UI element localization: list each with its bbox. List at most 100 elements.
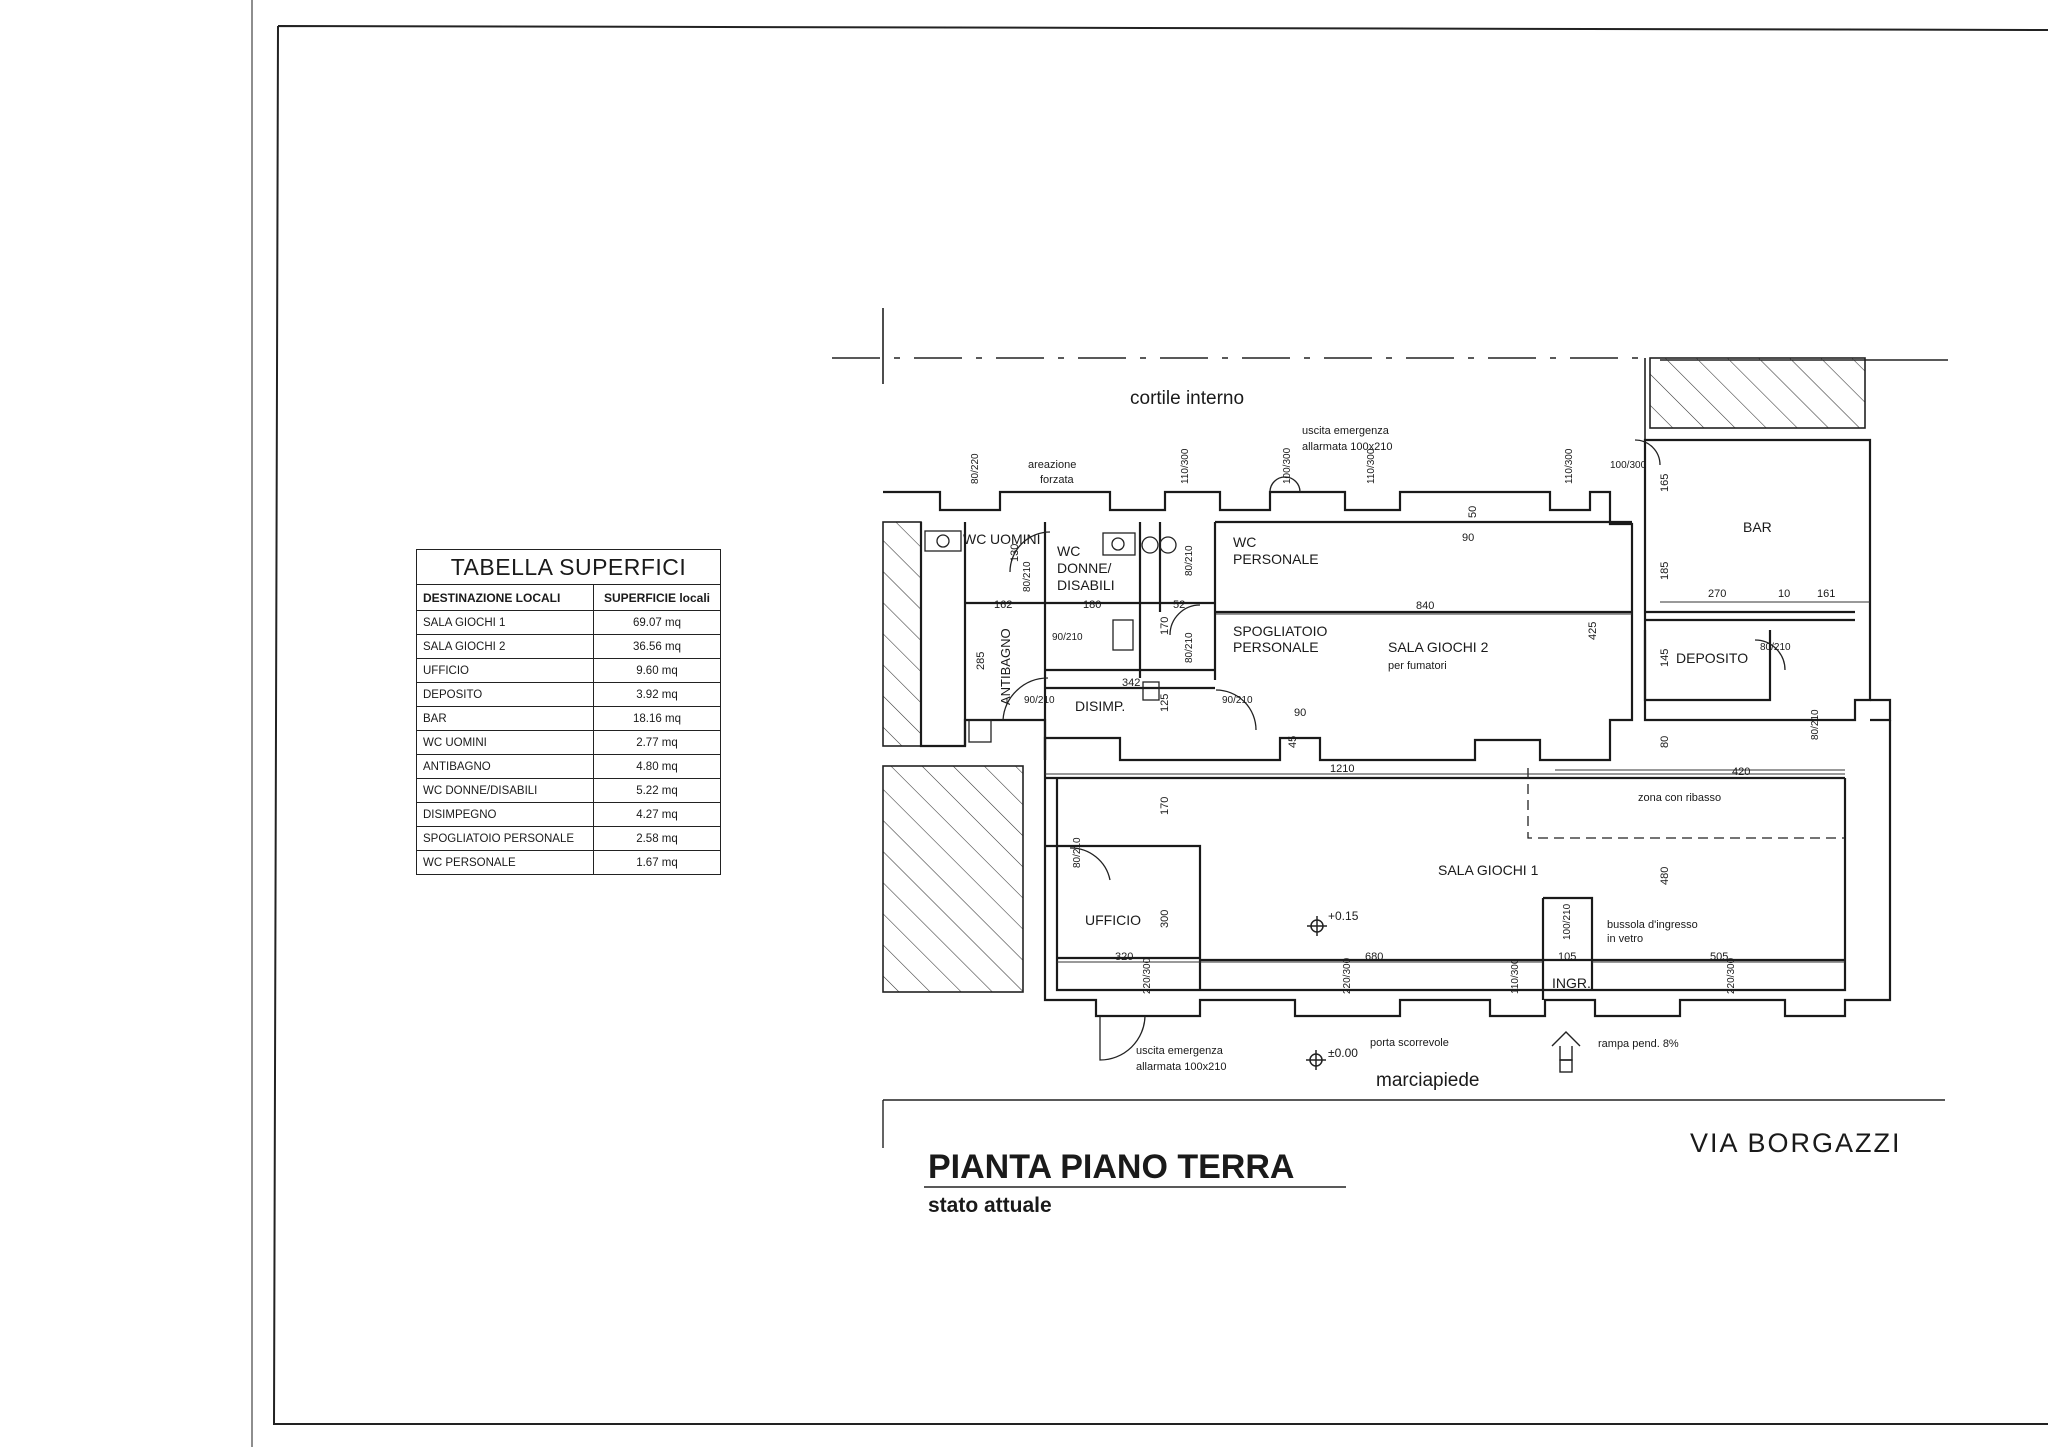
level-label: ±0.00	[1328, 1046, 1358, 1060]
dimension-label: 505	[1710, 951, 1728, 963]
room-label: SALA GIOCHI 2	[1388, 639, 1489, 655]
plan-subtitle: stato attuale	[928, 1194, 1052, 1217]
window-label: 110/300	[1564, 448, 1575, 484]
dimension-label: 320	[1115, 951, 1133, 963]
room-name: ANTIBAGNO	[416, 754, 594, 779]
room-note: zona con ribasso	[1638, 792, 1721, 804]
dimension-label: 420	[1732, 766, 1750, 778]
note: in vetro	[1607, 933, 1643, 945]
dimension-label: 285	[975, 652, 987, 670]
table-header-name: DESTINAZIONE LOCALI	[416, 584, 594, 611]
room-name: DEPOSITO	[416, 682, 594, 707]
window-label: 110/300	[1180, 448, 1191, 484]
dimension-label: 52	[1173, 599, 1185, 611]
dimension-label: 145	[1659, 649, 1671, 667]
room-note: per fumatori	[1388, 660, 1447, 672]
room-area: 2.58 mq	[593, 826, 721, 851]
note: rampa pend. 8%	[1598, 1038, 1679, 1050]
dimension-label: 90	[1462, 532, 1474, 544]
room-label: SPOGLIATOIO	[1233, 623, 1328, 639]
dimension-label: 170	[1159, 797, 1171, 815]
door-label: 90/210	[1222, 695, 1253, 706]
dimension-label: 342	[1122, 677, 1140, 689]
dimension-label: 680	[1365, 951, 1383, 963]
dimension-label: 80	[1659, 736, 1671, 748]
note: bussola d'ingresso	[1607, 919, 1698, 931]
dimension-label: 170	[1159, 617, 1171, 635]
window-label: 80/220	[970, 453, 981, 484]
dimension-label: 270	[1708, 588, 1726, 600]
courtyard-label: cortile interno	[1130, 388, 1244, 409]
door-label: 80/210	[1184, 632, 1195, 663]
window-label: 220/300	[1726, 957, 1737, 994]
room-name: BAR	[416, 706, 594, 731]
note: allarmata 100x210	[1302, 441, 1393, 453]
room-label: WC	[963, 531, 986, 547]
dimension-label: 185	[1659, 562, 1671, 580]
surface-table: TABELLA SUPERFICI DESTINAZIONE LOCALI SU…	[416, 549, 721, 875]
door-label: 80/210	[1760, 642, 1791, 653]
dimension-label: 161	[1817, 588, 1835, 600]
room-label: WC	[1233, 534, 1256, 550]
room-area: 5.22 mq	[593, 778, 721, 803]
room-name: UFFICIO	[416, 658, 594, 683]
door-swings	[1002, 439, 1786, 1061]
sanitary-fixtures	[924, 530, 1177, 743]
dimension-label: 90	[1294, 707, 1306, 719]
table-title: TABELLA SUPERFICI	[416, 549, 721, 585]
door-label: 80/210	[1072, 837, 1083, 868]
room-label: ANTIBAGNO	[998, 628, 1013, 705]
building-walls	[883, 438, 1892, 1018]
window-label: 220/300	[1142, 957, 1153, 994]
room-name: DISIMPEGNO	[416, 802, 594, 827]
sidewalk-label: marciapiede	[1376, 1070, 1480, 1091]
note: uscita emergenza	[1136, 1045, 1224, 1057]
dimension-label: 105	[1558, 951, 1576, 963]
room-label: DONNE/	[1057, 560, 1112, 576]
hatched-wall-top-right	[1649, 357, 1866, 429]
lowered-ceiling-zone	[1527, 768, 1845, 839]
street-name: VIA BORGAZZI	[1690, 1128, 1902, 1158]
window-label: 220/300	[1342, 957, 1353, 994]
door-label: 80/210	[1022, 561, 1033, 592]
dimension-label: 10	[1778, 588, 1790, 600]
door-label: 80/210	[1184, 545, 1195, 576]
table-header-value: SUPERFICIE locali	[593, 584, 721, 611]
room-area: 3.92 mq	[593, 682, 721, 707]
note: forzata	[1040, 474, 1075, 486]
dimension-label: 840	[1416, 600, 1434, 612]
dimension-label: 180	[1083, 599, 1101, 611]
room-name: SPOGLIATOIO PERSONALE	[416, 826, 594, 851]
room-area: 1.67 mq	[593, 850, 721, 875]
room-area: 4.80 mq	[593, 754, 721, 779]
room-area: 36.56 mq	[593, 634, 721, 659]
door-label: 80/210	[1810, 709, 1821, 740]
dimension-label: 162	[994, 599, 1012, 611]
room-name: WC DONNE/DISABILI	[416, 778, 594, 803]
room-area: 9.60 mq	[593, 658, 721, 683]
room-area: 4.27 mq	[593, 802, 721, 827]
room-area: 69.07 mq	[593, 610, 721, 635]
note: allarmata 100x210	[1136, 1061, 1227, 1073]
room-name: SALA GIOCHI 1	[416, 610, 594, 635]
room-area: 18.16 mq	[593, 706, 721, 731]
room-name: SALA GIOCHI 2	[416, 634, 594, 659]
dimension-label: 165	[1659, 474, 1671, 492]
note: porta scorrevole	[1370, 1037, 1449, 1049]
door-label: 100/210	[1562, 903, 1573, 940]
toilet-icon	[936, 534, 950, 548]
note: areazione	[1028, 459, 1076, 471]
dimension-label: 45	[1287, 736, 1299, 748]
dimension-label: 300	[1159, 910, 1171, 928]
room-area: 2.77 mq	[593, 730, 721, 755]
